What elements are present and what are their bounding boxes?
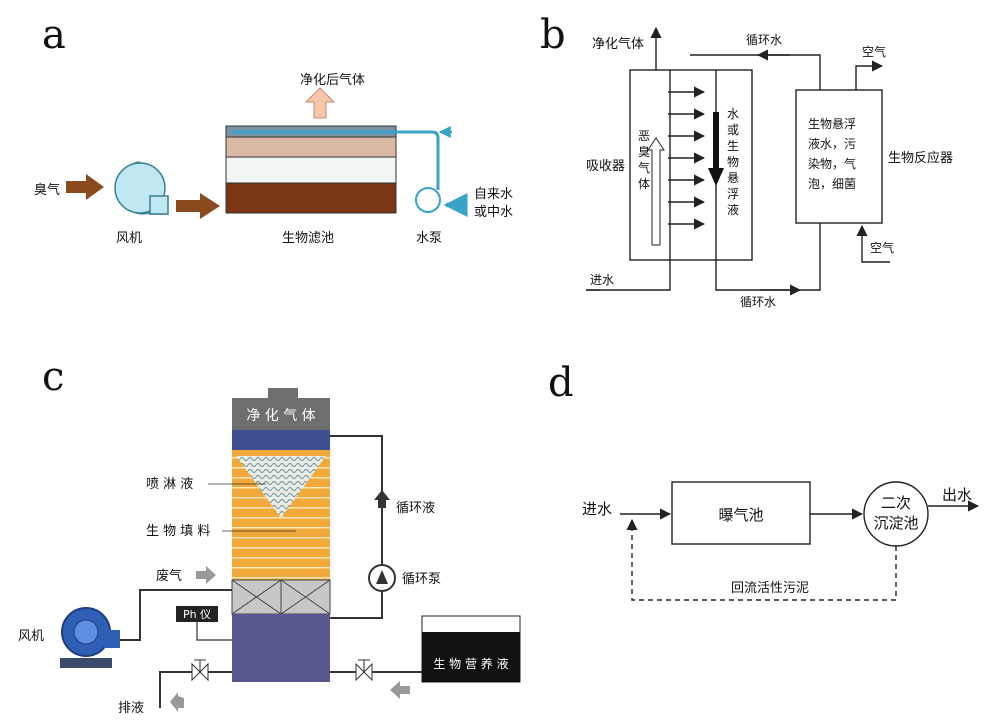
- tower-top: [232, 388, 330, 430]
- air-top-label: 空气: [862, 44, 886, 59]
- circulation-pipe: [330, 435, 383, 619]
- spray-cone: [236, 456, 326, 518]
- water-col-char-5: 悬: [727, 171, 739, 185]
- panel-b-purified-gas: 净化气体: [592, 36, 644, 52]
- gas-flow-arrows: [668, 86, 706, 230]
- circ-liquid-arrow: [374, 490, 390, 508]
- pump-label: 水泵: [416, 231, 442, 246]
- panel-b: b 净化气体 循环水 生物悬浮 液水，污 染物，气 泡，细菌 生物反应器 空气 …: [540, 12, 953, 309]
- water-col-char-3: 生: [727, 139, 739, 153]
- pump-icon: [415, 187, 441, 213]
- nutrient-valve-icon: [355, 659, 373, 682]
- blower-fan-icon: [60, 607, 120, 668]
- odor-gas-char-1: 恶: [638, 129, 650, 143]
- aeration-tank-box: [671, 481, 811, 545]
- panel-a: a 净化后气体 自来水 或中水 水泵 臭气 风机 生物滤池: [34, 12, 513, 246]
- nutrient-arrow: [390, 681, 410, 699]
- odor-gas-label: 臭气: [34, 182, 60, 198]
- biofilter-label: 生物滤池: [282, 231, 334, 246]
- bioreactor-box: [795, 89, 883, 224]
- bio-packing-label: 生 物 填 料: [146, 524, 210, 539]
- absorber-label: 吸收器: [586, 159, 625, 174]
- circ-pump-label: 循环泵: [402, 572, 441, 587]
- tap-water-label-1: 自来水: [474, 187, 513, 202]
- waste-gas-arrow: [196, 566, 216, 584]
- panel-b-inlet-label: 进水: [590, 273, 614, 287]
- circ-liquid-label: 循环液: [396, 501, 435, 516]
- panel-c: c 净 化 气 体 循环液 循环泵 喷 淋 液 生 物 填 料 废气: [18, 354, 521, 716]
- odor-gas-arrow: [66, 174, 104, 200]
- fan-label-c: 风机: [18, 629, 44, 644]
- fan-label: 风机: [116, 231, 142, 246]
- odor-gas-char-3: 气: [638, 160, 650, 175]
- water-col-char-2: 或: [727, 123, 739, 137]
- return-sludge-line: [626, 518, 897, 601]
- panel-a-purified-gas-label: 净化后气体: [300, 72, 365, 88]
- reactor-text-3: 染物，气: [808, 156, 856, 171]
- water-col-char-7: 液: [727, 202, 739, 217]
- water-pipe: [232, 130, 440, 190]
- absorber-box: [629, 69, 753, 261]
- panel-d: d 进水 曝气池 二次 沉淀池 出水 回流活性污泥: [548, 360, 980, 601]
- water-col-char-6: 浮: [727, 187, 739, 201]
- water-down-arrow: [708, 112, 724, 186]
- odor-gas-up-arrow: [647, 137, 665, 246]
- circ-water-bottom-label: 循环水: [740, 295, 776, 309]
- inlet-water-label-d: 进水: [582, 500, 612, 518]
- return-sludge-label: 回流活性污泥: [731, 581, 809, 596]
- waste-gas-label: 废气: [156, 568, 182, 584]
- fan-icon: [114, 161, 169, 215]
- purified-gas-label-c: 净 化 气 体: [246, 408, 315, 424]
- purified-gas-arrow: [304, 87, 336, 119]
- circ-water-top-label: 循环水: [746, 33, 782, 47]
- panel-a-letter: a: [42, 12, 66, 58]
- outlet-water-label: 出水: [942, 486, 972, 504]
- air-bottom-label: 空气: [870, 240, 894, 255]
- drain-valve-icon: [191, 659, 209, 682]
- panel-c-letter: c: [42, 354, 64, 400]
- drain-label: 排液: [118, 701, 144, 716]
- tap-water-label-2: 或中水: [474, 205, 513, 220]
- tower-base: [232, 614, 330, 682]
- spray-liquid-label: 喷 淋 液: [146, 477, 193, 492]
- reactor-text-2: 液水，污: [808, 136, 856, 151]
- reactor-text-1: 生物悬浮: [808, 117, 856, 131]
- reactor-text-4: 泡，细菌: [808, 177, 856, 191]
- water-col-char-1: 水: [727, 107, 739, 121]
- water-col-char-4: 物: [727, 155, 739, 169]
- spray-header: [232, 430, 330, 450]
- nutrient-label: 生 物 营 养 液: [433, 656, 508, 671]
- panel-d-letter: d: [548, 360, 574, 406]
- odor-gas-char-2: 臭: [638, 144, 650, 159]
- panel-b-letter: b: [540, 12, 566, 58]
- odor-gas-char-4: 体: [638, 177, 650, 191]
- biofilter-tank: [225, 125, 397, 214]
- clarifier-label-2: 沉淀池: [873, 514, 918, 532]
- aeration-tank-label: 曝气池: [718, 506, 763, 524]
- ph-meter-label: Ph 仪: [183, 608, 211, 621]
- ph-meter: [176, 606, 218, 622]
- bioreactor-label: 生物反应器: [888, 150, 953, 166]
- waste-gas-duct: [114, 589, 232, 641]
- clarifier-label-1: 二次: [881, 494, 911, 512]
- fan-to-filter-arrow: [176, 193, 220, 219]
